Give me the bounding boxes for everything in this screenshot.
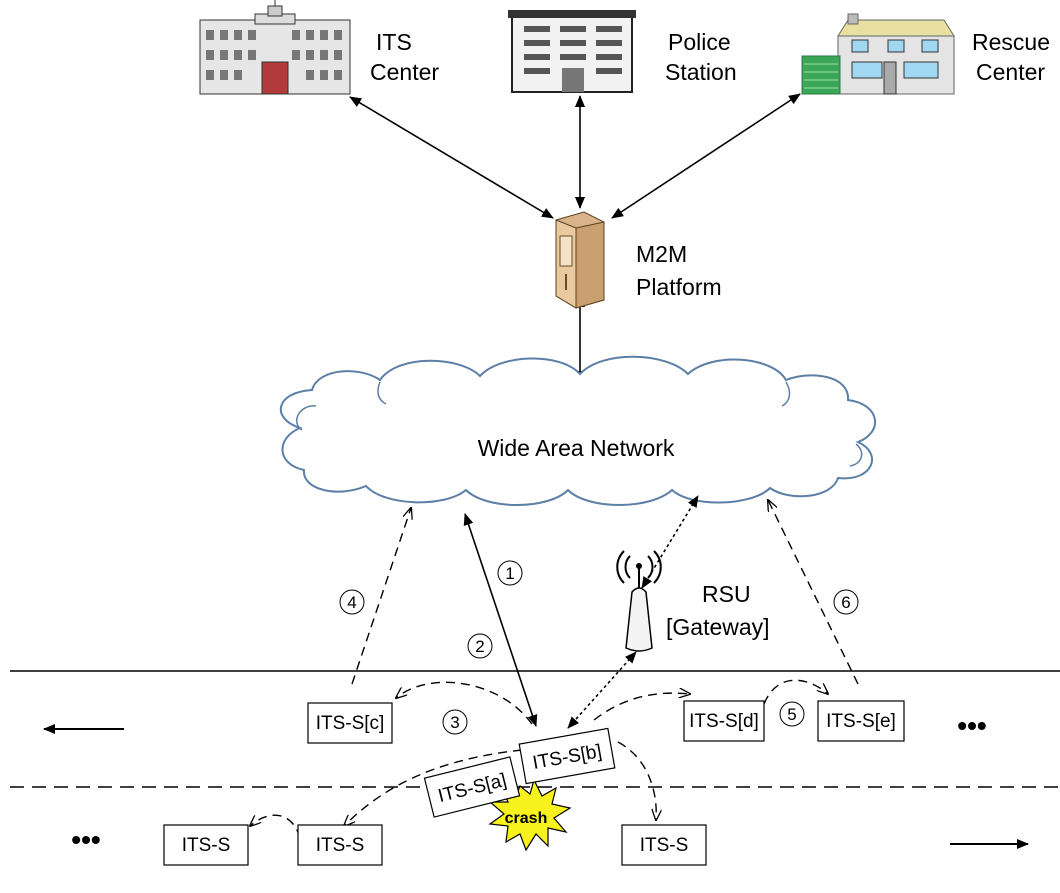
link-b-to-lower3 bbox=[617, 741, 656, 820]
svg-text:ITS-S[d]: ITS-S[d] bbox=[689, 711, 759, 732]
svg-text:ITS-S: ITS-S bbox=[182, 835, 231, 856]
link-b-to-lower2 bbox=[344, 749, 523, 826]
link-1-2 bbox=[463, 513, 538, 727]
wan-cloud bbox=[279, 355, 876, 506]
svg-text:ITS-S[e]: ITS-S[e] bbox=[826, 711, 896, 732]
svg-text:5: 5 bbox=[787, 705, 796, 724]
wan-label: Wide Area Network bbox=[478, 435, 675, 461]
link-b-to-d bbox=[593, 693, 690, 721]
its-station-lower-1: ITS-S bbox=[163, 824, 249, 866]
its-station-c: ITS-S[c] bbox=[307, 702, 393, 744]
link-3-to-c bbox=[396, 681, 533, 725]
rsu-antenna-icon bbox=[616, 550, 662, 652]
its-station-lower-3: ITS-S bbox=[621, 824, 707, 866]
v2x-links bbox=[351, 495, 859, 729]
svg-text:ITS-S: ITS-S bbox=[316, 835, 365, 856]
m2m-server-icon bbox=[555, 211, 605, 309]
step-6-marker: 6 bbox=[833, 589, 859, 615]
step-1-marker: 1 bbox=[497, 560, 523, 586]
link-lower2-to-lower1 bbox=[250, 814, 301, 839]
step-4-marker: 4 bbox=[339, 589, 365, 615]
svg-text:2: 2 bbox=[475, 637, 484, 656]
v2v-links bbox=[250, 679, 828, 839]
step-markers: 1 2 3 4 5 6 bbox=[339, 560, 859, 735]
its-station-a: ITS-S[a] bbox=[423, 756, 521, 818]
svg-text:1: 1 bbox=[505, 564, 514, 583]
svg-text:3: 3 bbox=[450, 713, 459, 732]
svg-text:6: 6 bbox=[841, 593, 850, 612]
svg-text:ITS-S: ITS-S bbox=[640, 835, 689, 856]
its-station-b: ITS-S[b] bbox=[518, 727, 616, 785]
step-2-marker: 2 bbox=[467, 633, 493, 659]
its-station-e: ITS-S[e] bbox=[817, 700, 905, 742]
rescue-m2m-link bbox=[611, 93, 801, 219]
police-station-label: Police Station bbox=[665, 29, 737, 85]
its-center-building-icon bbox=[199, 0, 351, 95]
svg-text:ITS-S[c]: ITS-S[c] bbox=[316, 713, 385, 734]
its-station-lower-2: ITS-S bbox=[297, 824, 383, 866]
its-center-label: ITS Center bbox=[370, 29, 439, 85]
crash-label: crash bbox=[505, 810, 548, 827]
step-3-marker: 3 bbox=[442, 709, 468, 735]
police-station-building-icon bbox=[508, 10, 636, 93]
link-4 bbox=[351, 508, 411, 685]
svg-text:4: 4 bbox=[347, 593, 356, 612]
rescue-center-label: Rescue Center bbox=[972, 29, 1056, 85]
center-links bbox=[349, 93, 801, 383]
its-center-m2m-link bbox=[349, 96, 554, 219]
step-5-marker: 5 bbox=[779, 701, 805, 727]
rsu-label: RSU [Gateway] bbox=[666, 581, 770, 640]
m2m-platform-label: M2M Platform bbox=[636, 241, 722, 300]
ellipsis-left: ••• bbox=[71, 824, 100, 855]
rescue-center-building-icon bbox=[801, 13, 955, 95]
its-station-d: ITS-S[d] bbox=[683, 700, 765, 742]
itsb-rsu-link bbox=[567, 651, 637, 729]
link-6 bbox=[768, 500, 859, 685]
ellipsis-right: ••• bbox=[957, 710, 986, 741]
